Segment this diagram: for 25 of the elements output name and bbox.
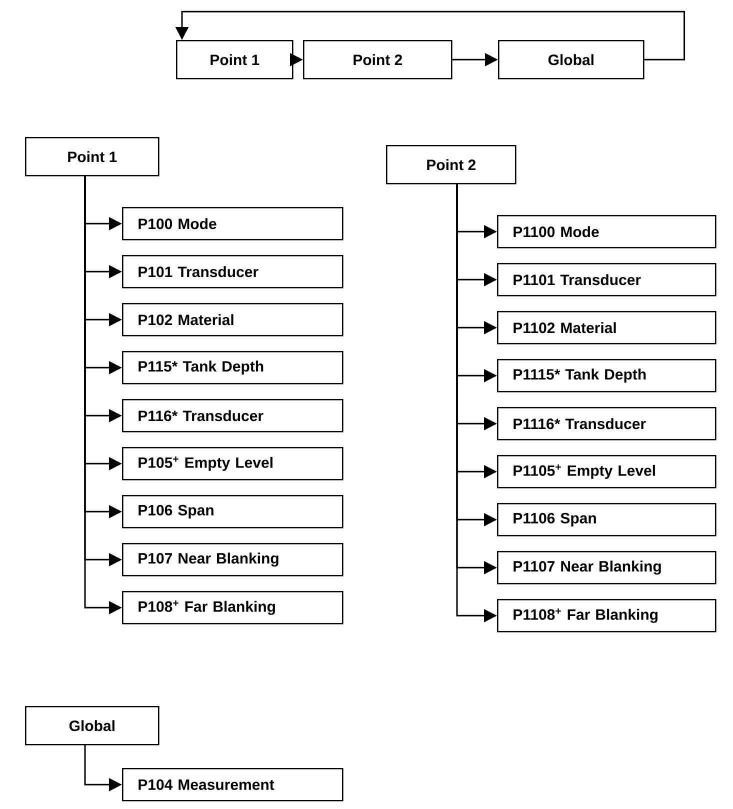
- process-box: P1101 Transducer: [497, 263, 716, 296]
- process-box: P101 Transducer: [122, 255, 344, 288]
- process-box: Point 1: [25, 137, 160, 176]
- process-box: P116* Transducer: [122, 399, 344, 432]
- process-box: Point 2: [386, 145, 516, 184]
- process-box: Global: [25, 706, 160, 746]
- process-box: P1100 Mode: [497, 215, 716, 248]
- process-box: P108$^{+}$ Far Blanking: [122, 591, 344, 624]
- process-box: P107 Near Blanking: [122, 543, 344, 576]
- process-box: P104 Measurement: [122, 768, 344, 802]
- process-box: P1106 Span: [497, 503, 716, 536]
- process-box: P1108$^{+}$ Far Blanking: [497, 599, 716, 632]
- process-box: P115* Tank Depth: [122, 351, 344, 384]
- process-box: P102 Material: [122, 303, 344, 336]
- process-box: P100 Mode: [122, 207, 344, 240]
- process-box: P106 Span: [122, 495, 344, 528]
- process-box: Point 1: [176, 40, 294, 80]
- process-box: P1102 Material: [497, 311, 716, 344]
- process-box: P1107 Near Blanking: [497, 551, 716, 584]
- process-box: P1105$^{+}$ Empty Level: [497, 455, 716, 488]
- process-box: P105$^{+}$ Empty Level: [122, 447, 344, 480]
- process-box: P1115* Tank Depth: [497, 359, 716, 392]
- process-box: P1116* Transducer: [497, 407, 716, 440]
- process-box: Point 2: [303, 40, 452, 80]
- process-box: Global: [498, 40, 644, 80]
